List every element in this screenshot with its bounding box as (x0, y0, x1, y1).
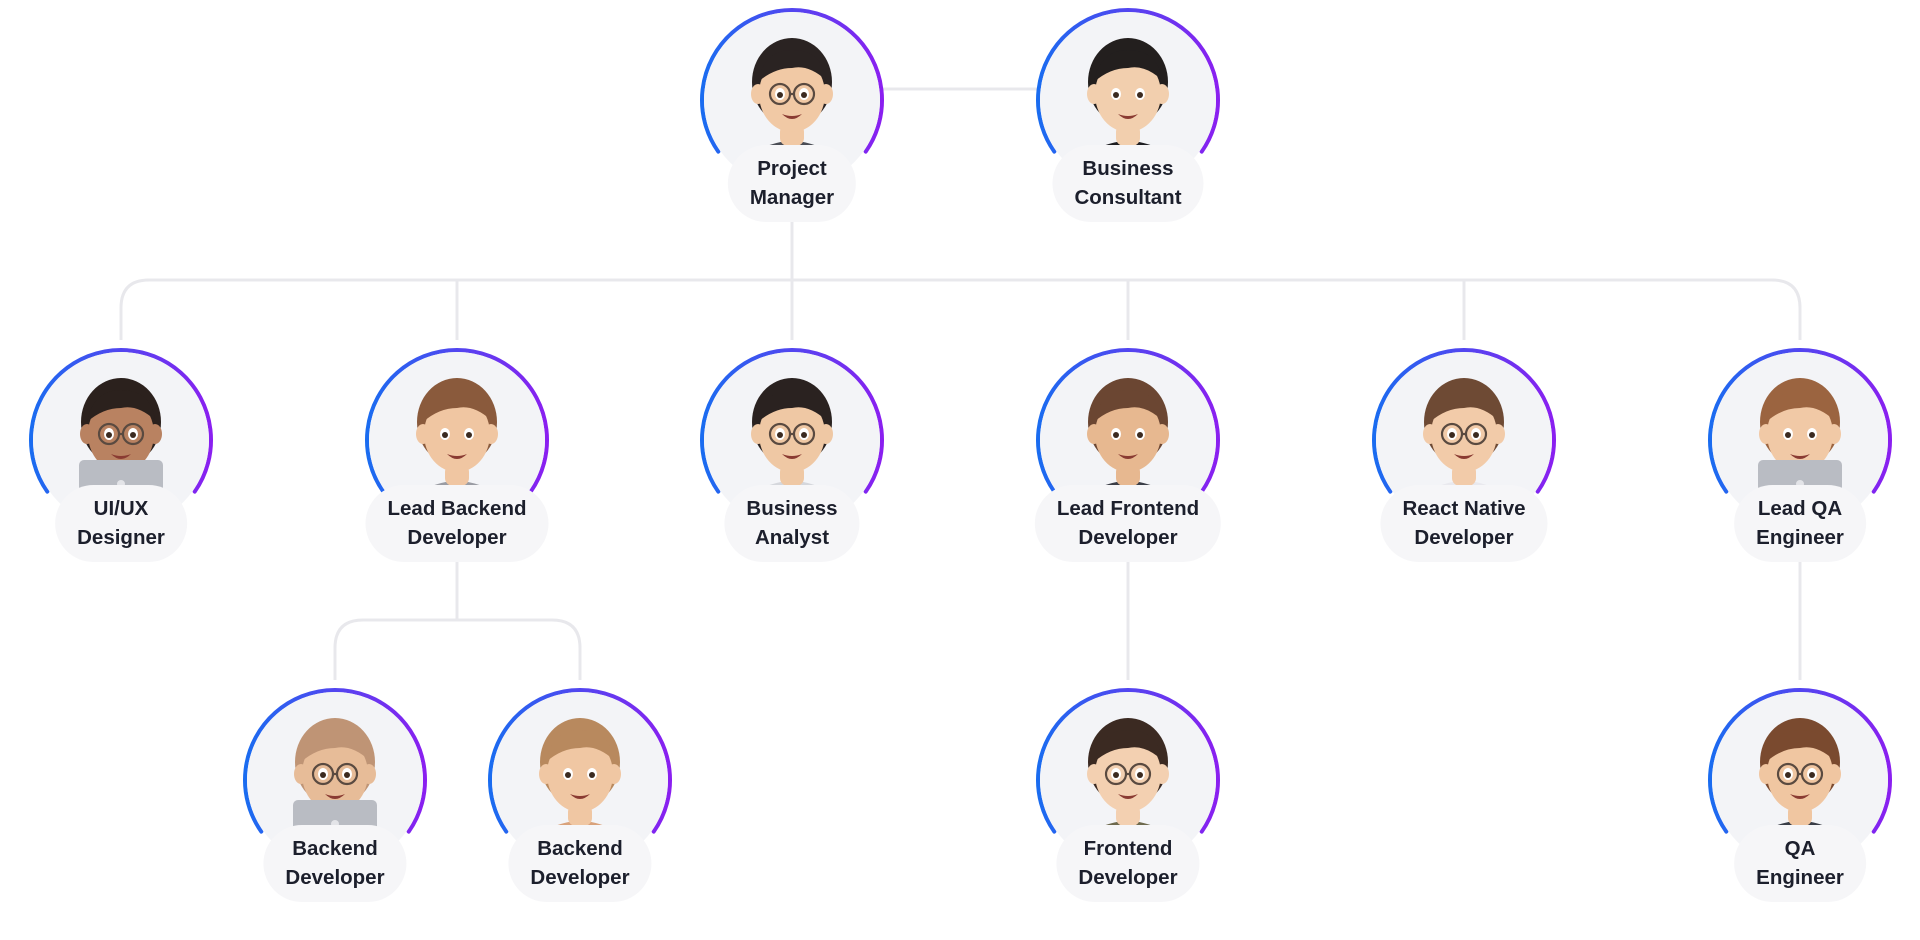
role-label-line: UI/UX (93, 497, 149, 520)
role-label-line: Developer (1414, 526, 1514, 549)
avatar-ring (1708, 688, 1892, 834)
role-label-line: Designer (77, 526, 165, 549)
role-label-line: Backend (292, 837, 378, 860)
connector-lines (119, 87, 1802, 680)
role-label-line: Engineer (1756, 526, 1844, 549)
role-label-line: Developer (285, 866, 385, 889)
role-label-line: Lead QA (1757, 497, 1843, 520)
role-label-line: Engineer (1756, 866, 1844, 889)
org-node-qa[interactable]: QA Engineer (1670, 680, 1920, 940)
role-label-line: Consultant (1074, 186, 1182, 209)
org-node-uiux[interactable]: UI/UX Designer (0, 340, 251, 600)
avatar-ring (1372, 348, 1556, 494)
man-red-glasses-avatar-icon (1712, 692, 1888, 868)
role-label-line: Developer (1078, 866, 1178, 889)
org-node-lqa[interactable]: Lead QA Engineer (1670, 340, 1920, 600)
role-label-line: Business (1082, 157, 1174, 180)
role-label-line: Manager (749, 186, 835, 209)
role-label-line: Analyst (754, 526, 830, 549)
role-label: UI/UX Designer (55, 485, 187, 562)
role-label-line: Developer (530, 866, 630, 889)
avatar-ring (365, 348, 549, 494)
role-label: QA Engineer (1734, 825, 1866, 902)
role-label: Lead QA Engineer (1734, 485, 1866, 562)
avatar-ring (1036, 348, 1220, 494)
role-label-line: Business (746, 497, 838, 520)
avatar-ring (1036, 688, 1220, 834)
avatar-ring (243, 688, 427, 834)
avatar-ring (29, 348, 213, 494)
avatar-ring (1708, 348, 1892, 494)
role-label-line: Backend (537, 837, 623, 860)
role-label-line: Lead Backend (387, 497, 527, 520)
role-label-line: React Native (1402, 497, 1526, 520)
role-label-line: Project (757, 157, 827, 180)
role-label-line: Developer (1078, 526, 1178, 549)
role-label-line: Frontend (1083, 837, 1173, 860)
avatar-ring (700, 348, 884, 494)
role-label-line: Lead Frontend (1056, 497, 1200, 520)
role-label-line: Developer (407, 526, 507, 549)
role-label-line: QA (1784, 837, 1816, 860)
avatar-ring (1036, 8, 1220, 154)
avatar-ring (488, 688, 672, 834)
avatar-ring (700, 8, 884, 154)
